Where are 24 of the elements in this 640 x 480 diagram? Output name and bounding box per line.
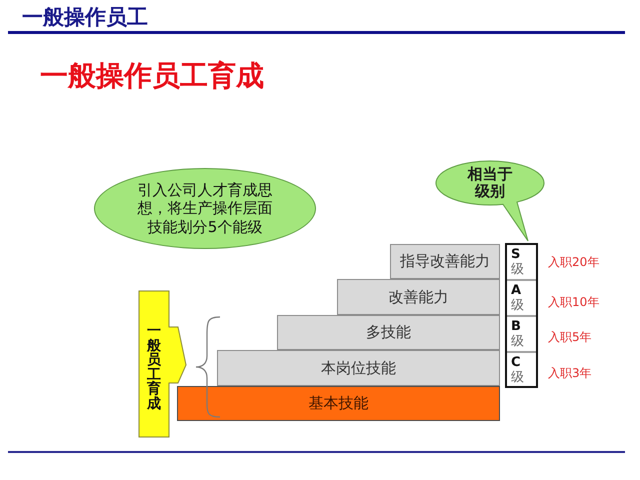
- step-box: 多技能: [277, 315, 500, 350]
- step-box: 改善能力: [337, 279, 500, 315]
- level-suffix: 级: [511, 370, 524, 385]
- step-box: 本岗位技能: [217, 350, 500, 386]
- level-suffix: 级: [511, 262, 524, 277]
- bubble-text: 相当于级别: [466, 166, 514, 200]
- level-suffix: 级: [511, 334, 524, 349]
- step-box: 基本技能: [177, 386, 500, 421]
- tenure-label: 入职10年: [548, 294, 600, 310]
- level-letter: A: [511, 283, 522, 298]
- page-header: 一般操作员工: [22, 5, 148, 29]
- tenure-label: 入职20年: [548, 254, 600, 270]
- level-letter: S: [511, 247, 520, 262]
- level-column: [505, 243, 538, 388]
- level-letter: B: [511, 319, 521, 334]
- tenure-label: 入职3年: [548, 365, 592, 381]
- level-cell: [507, 245, 536, 281]
- level-suffix: 级: [511, 298, 524, 313]
- arrow-label: 一般员工育成: [146, 324, 162, 411]
- level-letter: C: [511, 355, 521, 370]
- tenure-label: 入职5年: [548, 329, 592, 345]
- info-ellipse: 引入公司人才育成思想，将生产操作层面技能划分5个能级: [94, 168, 316, 249]
- step-box: 指导改善能力: [390, 244, 500, 279]
- slide-title: 一般操作员工育成: [40, 60, 264, 92]
